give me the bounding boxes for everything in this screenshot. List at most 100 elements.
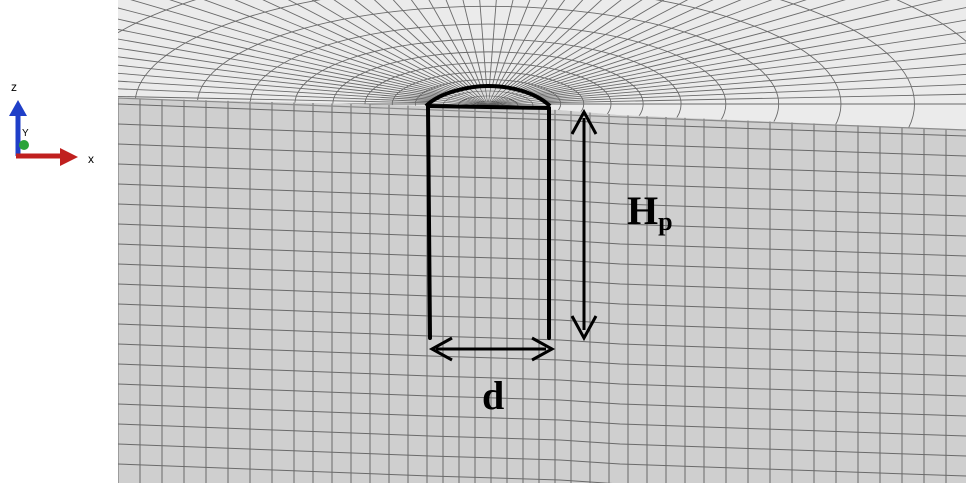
top-surface bbox=[118, 0, 966, 130]
top-mesh-radial bbox=[118, 0, 489, 105]
top-mesh-radial bbox=[487, 0, 966, 105]
block-top-edge bbox=[117, 97, 966, 131]
front-mesh-horizontal bbox=[118, 383, 966, 417]
front-mesh-horizontal bbox=[118, 243, 966, 277]
height-arrow-top bbox=[570, 108, 598, 135]
top-mesh-radial bbox=[487, 0, 845, 105]
pile bbox=[424, 83, 552, 340]
top-mesh-radial bbox=[487, 0, 966, 105]
top-mesh-radial bbox=[118, 0, 489, 105]
top-mesh-radial bbox=[487, 0, 966, 105]
top-mesh-radial bbox=[487, 0, 688, 105]
top-mesh-radial bbox=[447, 0, 489, 105]
front-mesh-horizontal bbox=[118, 183, 966, 217]
cap-mesh-ring bbox=[472, 100, 504, 106]
height-arrow-bottom bbox=[570, 315, 598, 342]
top-mesh-radial bbox=[487, 18, 966, 105]
front-mesh-horizontal bbox=[118, 443, 966, 477]
top-mesh-radial bbox=[487, 0, 966, 105]
top-mesh-radial bbox=[487, 46, 966, 105]
top-mesh-radial bbox=[487, 0, 966, 105]
top-mesh-radial bbox=[367, 0, 489, 105]
front-mesh-horizontal bbox=[118, 203, 966, 237]
top-mesh-radial bbox=[118, 0, 489, 105]
y-axis-label: Y bbox=[22, 128, 29, 139]
diameter-label: d bbox=[482, 373, 504, 418]
top-mesh-radial bbox=[487, 0, 966, 105]
pile-cap-outline bbox=[424, 83, 552, 108]
front-mesh-horizontal bbox=[118, 363, 966, 397]
cap-mesh-line bbox=[487, 96, 550, 106]
top-mesh-radial bbox=[487, 0, 966, 105]
cap-mesh-ring bbox=[457, 95, 519, 106]
front-face-fill bbox=[118, 98, 966, 483]
top-mesh-radial bbox=[487, 0, 966, 105]
pile-left-edge bbox=[426, 104, 432, 340]
front-mesh-horizontal bbox=[118, 303, 966, 337]
front-mesh-horizontal bbox=[118, 423, 966, 457]
height-dimension: Hp bbox=[570, 108, 673, 342]
z-axis-arrowhead bbox=[9, 100, 27, 116]
front-mesh-horizontal bbox=[118, 143, 966, 177]
front-mesh-horizontal bbox=[118, 343, 966, 377]
top-mesh-radial bbox=[118, 0, 489, 105]
top-mesh-radial bbox=[118, 46, 489, 105]
front-mesh-horizontal bbox=[118, 163, 966, 197]
top-mesh-radial bbox=[118, 0, 489, 105]
top-mesh-radial bbox=[118, 0, 489, 105]
x-axis-label: x bbox=[88, 152, 94, 166]
top-mesh-radial bbox=[118, 0, 489, 105]
top-mesh-radial bbox=[131, 0, 489, 105]
diameter-arrow-right bbox=[531, 336, 556, 362]
front-mesh-horizontal bbox=[118, 403, 966, 437]
top-mesh-radial bbox=[118, 0, 489, 105]
front-mesh-horizontal bbox=[118, 123, 966, 157]
top-mesh-radial bbox=[487, 0, 966, 105]
y-axis-arrow bbox=[19, 140, 29, 150]
front-mesh-horizontal bbox=[118, 283, 966, 317]
axis-triad: z Y x bbox=[9, 80, 94, 166]
height-label: Hp bbox=[627, 188, 673, 236]
top-mesh-radial bbox=[118, 0, 489, 105]
top-mesh-radial bbox=[487, 0, 966, 105]
front-mesh-horizontal bbox=[118, 323, 966, 357]
top-mesh-radial bbox=[487, 0, 966, 105]
top-mesh-radial bbox=[487, 0, 767, 105]
top-mesh-radial bbox=[118, 18, 489, 105]
top-mesh-radial bbox=[487, 0, 966, 105]
front-mesh-horizontal bbox=[118, 103, 966, 137]
top-mesh-radial bbox=[487, 0, 966, 105]
top-mesh-radial bbox=[487, 0, 921, 105]
top-mesh-radial bbox=[487, 0, 609, 105]
top-mesh-radial bbox=[118, 0, 489, 105]
top-mesh-radial bbox=[118, 0, 489, 105]
front-mesh-horizontal bbox=[118, 263, 966, 297]
top-mesh-radial bbox=[487, 0, 966, 105]
top-mesh-radial bbox=[118, 0, 489, 105]
top-mesh-radial bbox=[118, 75, 489, 105]
cap-mesh-line bbox=[426, 96, 489, 106]
top-mesh-radial bbox=[118, 0, 489, 105]
top-mesh-radial bbox=[487, 0, 966, 105]
cap-mesh-line bbox=[487, 99, 550, 106]
diameter-arrow-left bbox=[428, 336, 453, 362]
cap-mesh-ring bbox=[442, 90, 534, 106]
x-axis-arrowhead bbox=[60, 148, 78, 166]
top-mesh-radial bbox=[118, 0, 489, 105]
z-axis-label: z bbox=[11, 80, 17, 94]
front-mesh-horizontal bbox=[118, 463, 966, 483]
top-mesh-radial bbox=[288, 0, 489, 105]
diameter-dimension: d bbox=[428, 336, 556, 418]
top-mesh-radial bbox=[487, 0, 966, 105]
top-mesh-radial bbox=[209, 0, 489, 105]
top-mesh-radial bbox=[487, 0, 966, 105]
top-mesh-radial bbox=[118, 0, 489, 105]
top-mesh-radial bbox=[118, 0, 489, 105]
pile-top-edge bbox=[426, 104, 551, 110]
front-face bbox=[117, 97, 966, 483]
top-mesh-radial bbox=[487, 75, 966, 105]
top-mesh-radial bbox=[118, 0, 489, 105]
front-mesh-horizontal bbox=[118, 223, 966, 257]
top-mesh-radial bbox=[487, 0, 966, 105]
